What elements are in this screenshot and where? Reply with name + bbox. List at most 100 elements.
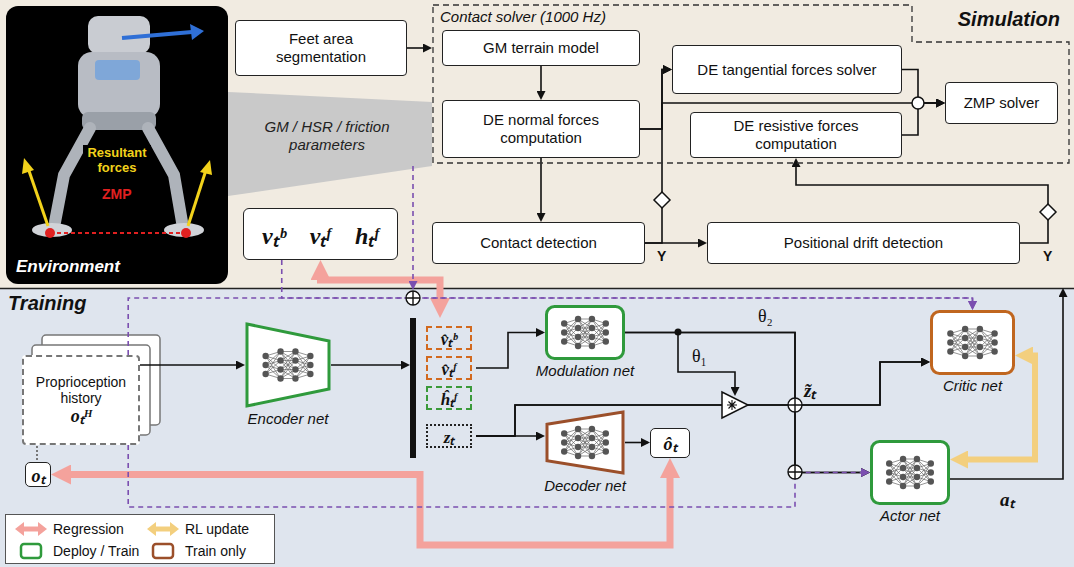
- robot-illustration: [6, 6, 228, 284]
- network-block: Decoder net: [545, 410, 625, 475]
- legend-sample: [14, 520, 48, 538]
- network-icon: [991, 348, 997, 354]
- junction-symbol: [912, 97, 924, 109]
- process-box: Feet area segmentation: [235, 20, 407, 76]
- node-text: Training: [8, 292, 87, 315]
- robot-illustration: [28, 168, 48, 226]
- network-icon: [578, 319, 592, 346]
- network-icon: [947, 326, 998, 359]
- connector-arrow: [640, 70, 670, 130]
- network-icon: [262, 353, 268, 359]
- junction-symbol: [406, 291, 420, 305]
- network-icon: [262, 371, 268, 377]
- node-text: DE normal forces computation: [451, 111, 631, 147]
- robot-illustration: [190, 24, 204, 40]
- legend-text: RL update: [185, 521, 249, 537]
- connector-arrow: [645, 70, 670, 244]
- connector-arrow: [540, 66, 542, 98]
- network-icon: [977, 344, 983, 350]
- network-icon: [561, 329, 567, 335]
- network-icon: [589, 444, 595, 450]
- network-shape: [932, 312, 1014, 374]
- junction-symbol: [788, 465, 802, 479]
- junction-symbol: [406, 291, 420, 305]
- legend-sample: [153, 544, 173, 558]
- connector-arrow: [476, 333, 543, 368]
- node-text: oₜᴴ: [71, 406, 92, 427]
- legend-sample: [23, 527, 39, 532]
- junction-symbol: [722, 392, 748, 418]
- parameter-callout: [228, 92, 432, 196]
- network-icon: [603, 338, 609, 344]
- junction-symbol: [654, 192, 670, 208]
- network-icon: [292, 357, 298, 363]
- process-box: DE tangential forces solver: [672, 45, 902, 94]
- process-box: Positional drift detection: [707, 222, 1020, 264]
- network-icon: [561, 338, 567, 344]
- network-icon: [962, 353, 968, 359]
- network-icon: [900, 483, 906, 489]
- network-icon: [281, 352, 296, 379]
- panel-region: EnvironmentFeet area segmentationGM terr…: [0, 0, 1074, 288]
- legend-sample: [38, 522, 47, 536]
- network-icon: [914, 483, 920, 489]
- parameter-symbol: θ₁: [692, 346, 707, 367]
- node-text: v̂ₜᶠ: [426, 356, 472, 380]
- node-text: Environment: [16, 257, 120, 277]
- latent-vector: v̂ₜᵇv̂ₜᶠĥₜᶠzₜ: [410, 318, 476, 458]
- history-stack: [36, 446, 38, 462]
- network-icon: [603, 329, 609, 335]
- connector-arrow: [331, 364, 408, 366]
- robot-illustration: [122, 32, 192, 38]
- robot-illustration: [188, 170, 206, 226]
- node-text: DE tangential forces solver: [697, 61, 876, 79]
- node-text: zₜ: [426, 424, 472, 448]
- network-icon: [277, 348, 283, 354]
- robot-illustration: [6, 6, 228, 284]
- network-shape: [247, 324, 329, 406]
- robot-illustration: [148, 128, 182, 222]
- network-icon: [589, 435, 595, 441]
- junction-symbol: [412, 166, 414, 288]
- network-icon: [292, 375, 298, 381]
- robot-illustration: [45, 228, 55, 238]
- node-text: Contact detection: [480, 234, 597, 252]
- network-icon: [262, 362, 268, 368]
- robot-illustration: [181, 228, 191, 238]
- network-icon: [903, 459, 917, 486]
- network-icon: [991, 330, 997, 336]
- junction-symbol: [788, 398, 802, 412]
- network-icon: [561, 320, 567, 326]
- network-icon: [928, 469, 934, 475]
- robot-illustration: [50, 232, 186, 234]
- connector-arrow: [476, 362, 928, 436]
- network-icon: [977, 335, 983, 341]
- network-icon: [575, 453, 581, 459]
- node-text: Contact solver (1000 Hz): [440, 8, 606, 25]
- callout-label: Resultant forces: [83, 145, 151, 175]
- node-text: hₜᶠ: [355, 218, 379, 251]
- network-shape: [245, 322, 331, 408]
- vector-box: oₜ: [25, 462, 51, 487]
- network-icon: [589, 334, 595, 340]
- network-icon: [603, 430, 609, 436]
- network-icon: [575, 334, 581, 340]
- network-icon: [277, 357, 283, 363]
- network-icon: [575, 426, 581, 432]
- network-icon: [575, 435, 581, 441]
- network-icon: [991, 339, 997, 345]
- panel-ground: [0, 288, 1074, 290]
- process-box: DE normal forces computation: [442, 100, 640, 158]
- switch-label: Y: [657, 248, 666, 264]
- network-shape: [547, 412, 623, 473]
- network-icon: [277, 375, 283, 381]
- network-icon: [575, 444, 581, 450]
- network-icon: [561, 448, 567, 454]
- network-icon: [962, 326, 968, 332]
- network-icon: [262, 348, 313, 381]
- robot-illustration: [78, 52, 160, 118]
- network-icon: [307, 371, 313, 377]
- network-label: Actor net: [880, 507, 940, 524]
- robot-illustration: [32, 223, 72, 237]
